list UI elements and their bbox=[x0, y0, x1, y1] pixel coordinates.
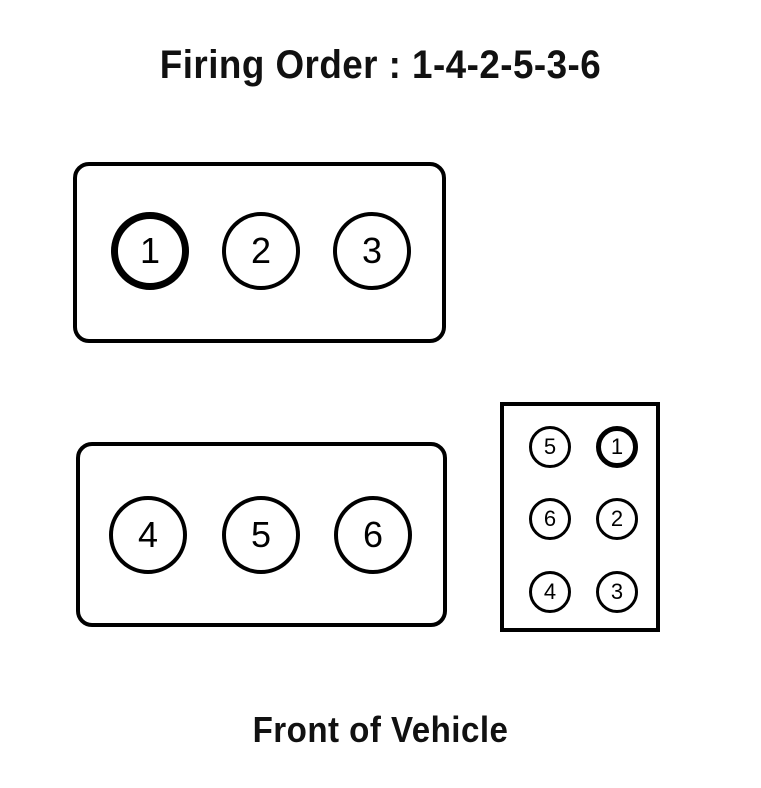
cylinder-label: 2 bbox=[250, 230, 272, 271]
cylinder-label: 3 bbox=[361, 230, 383, 271]
distributor-terminal-3: 3 bbox=[596, 571, 638, 613]
cylinder-1: 1 bbox=[111, 212, 189, 290]
cylinder-label: 5 bbox=[250, 514, 272, 555]
cylinder-label: 1 bbox=[139, 230, 161, 271]
cylinder-4: 4 bbox=[109, 496, 187, 574]
distributor-terminal-label: 4 bbox=[543, 579, 557, 604]
firing-order-title: Firing Order : 1-4-2-5-3-6 bbox=[159, 43, 602, 87]
cylinder-2: 2 bbox=[222, 212, 300, 290]
distributor-terminal-5: 5 bbox=[529, 426, 571, 468]
distributor-terminal-label: 3 bbox=[610, 579, 624, 604]
distributor-terminal-label: 2 bbox=[610, 506, 624, 531]
cylinder-label: 4 bbox=[137, 514, 159, 555]
distributor-terminal-4: 4 bbox=[529, 571, 571, 613]
distributor-terminal-label: 5 bbox=[543, 434, 557, 459]
cylinder-6: 6 bbox=[334, 496, 412, 574]
cylinder-3: 3 bbox=[333, 212, 411, 290]
distributor-terminal-1: 1 bbox=[596, 426, 638, 468]
distributor-terminal-6: 6 bbox=[529, 498, 571, 540]
distributor-terminal-label: 6 bbox=[543, 506, 557, 531]
cylinder-label: 6 bbox=[362, 514, 384, 555]
distributor-terminal-label: 1 bbox=[610, 434, 624, 459]
cylinder-5: 5 bbox=[222, 496, 300, 574]
front-of-vehicle-label: Front of Vehicle bbox=[252, 709, 509, 750]
distributor-terminal-2: 2 bbox=[596, 498, 638, 540]
